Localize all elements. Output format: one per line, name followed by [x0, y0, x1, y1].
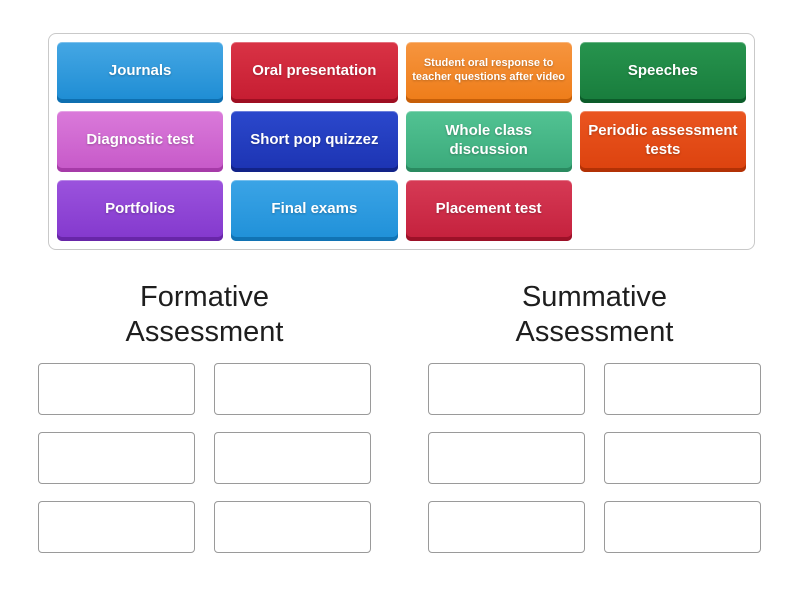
group-formative-assessment: Formative Assessment: [38, 280, 371, 553]
tile-placement-test[interactable]: Placement test: [405, 180, 572, 241]
drop-slot-summative-1[interactable]: [428, 363, 585, 415]
tile-label: Journals: [108, 62, 172, 79]
drop-slot-formative-2[interactable]: [214, 363, 371, 415]
group-title-summative: Summative Assessment: [515, 281, 674, 348]
drop-slot-formative-6[interactable]: [214, 501, 371, 553]
drop-slot-formative-1[interactable]: [38, 363, 195, 415]
tile-label: Final exams: [271, 200, 358, 217]
drop-slot-summative-5[interactable]: [428, 501, 585, 553]
tile-speeches[interactable]: Speeches: [579, 42, 746, 103]
tile-label: Periodic assessment tests: [588, 121, 738, 158]
tile-tray: Journals Oral presentation Student oral …: [48, 33, 755, 250]
drop-slot-formative-3[interactable]: [38, 432, 195, 484]
drop-slot-formative-4[interactable]: [214, 432, 371, 484]
drop-slot-formative-5[interactable]: [38, 501, 195, 553]
drop-slot-summative-2[interactable]: [604, 363, 761, 415]
tile-short-pop-quizzez[interactable]: Short pop quizzez: [231, 111, 398, 172]
tile-student-oral-response[interactable]: Student oral response to teacher questio…: [405, 42, 572, 103]
tile-label: Short pop quizzez: [250, 131, 379, 148]
formative-slot-grid: [38, 363, 371, 553]
tile-oral-presentation[interactable]: Oral presentation: [231, 42, 398, 103]
tile-diagnostic-test[interactable]: Diagnostic test: [57, 111, 224, 172]
tile-label: Student oral response to teacher questio…: [412, 57, 566, 83]
tile-periodic-assessment-tests[interactable]: Periodic assessment tests: [579, 111, 746, 172]
drop-slot-summative-4[interactable]: [604, 432, 761, 484]
tile-label: Whole class discussion: [445, 121, 532, 158]
tile-label: Diagnostic test: [86, 131, 194, 148]
group-summative-assessment: Summative Assessment: [428, 280, 761, 553]
tile-label: Oral presentation: [252, 62, 377, 79]
tile-final-exams[interactable]: Final exams: [231, 180, 398, 241]
tile-label: Speeches: [627, 62, 698, 79]
tile-label: Placement test: [435, 200, 542, 217]
tile-journals[interactable]: Journals: [57, 42, 224, 103]
drop-slot-summative-3[interactable]: [428, 432, 585, 484]
group-title-formative: Formative Assessment: [125, 281, 284, 348]
tile-whole-class-discussion[interactable]: Whole class discussion: [405, 111, 572, 172]
drop-slot-summative-6[interactable]: [604, 501, 761, 553]
tile-portfolios[interactable]: Portfolios: [57, 180, 224, 241]
summative-slot-grid: [428, 363, 761, 553]
tile-label: Portfolios: [105, 200, 176, 217]
